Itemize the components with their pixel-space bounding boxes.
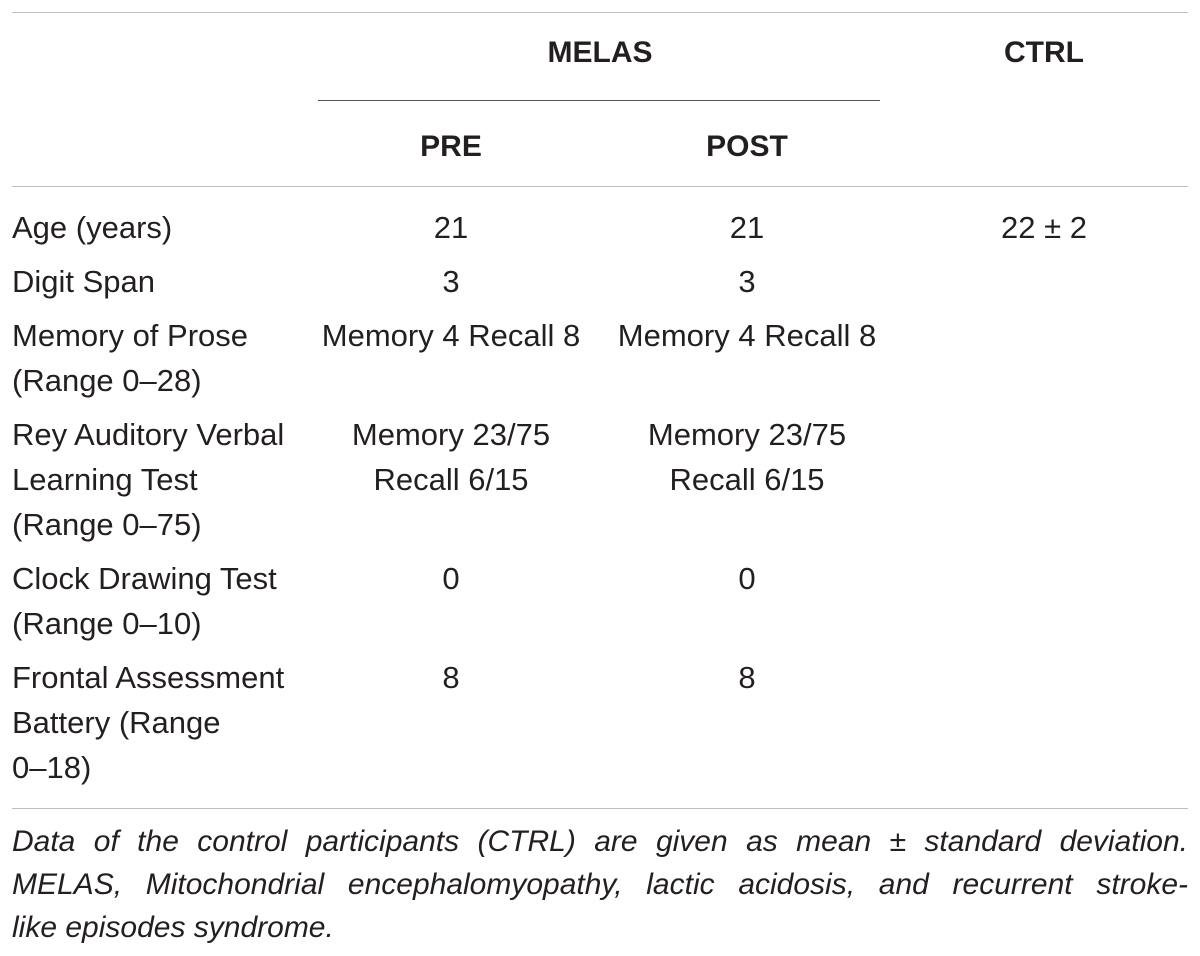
bottom-rule — [12, 808, 1188, 809]
header-ctrl: CTRL — [1004, 36, 1084, 69]
cell-clock-drawing-pre: 0 — [442, 561, 460, 596]
row-label-frontal-2: Battery (Range — [12, 705, 221, 740]
table-footnote: Data of the control participants (CTRL) … — [12, 820, 1188, 949]
group-underline — [318, 100, 880, 101]
cell-age-pre: 21 — [433, 210, 469, 245]
top-rule — [12, 12, 1188, 13]
cell-frontal-pre: 8 — [442, 660, 460, 695]
cell-memory-of-prose-pre: Memory 4 Recall 8 — [321, 318, 581, 353]
cell-rey-pre-recall: Recall 6/15 — [373, 462, 529, 497]
header-post: POST — [706, 130, 788, 163]
row-label-clock-drawing-range: (Range 0–10) — [12, 606, 202, 641]
row-label-rey-2: Learning Test — [12, 462, 198, 497]
footnote-line-1: Data of the control participants (CTRL) … — [12, 825, 1188, 858]
row-label-frontal-1: Frontal Assessment — [12, 660, 285, 695]
row-label-rey-1: Rey Auditory Verbal — [12, 417, 285, 452]
cell-memory-of-prose-post: Memory 4 Recall 8 — [617, 318, 877, 353]
header-rule — [12, 186, 1188, 187]
cell-rey-post-memory: Memory 23/75 — [647, 417, 847, 452]
row-label-age: Age (years) — [12, 210, 173, 245]
cell-frontal-post: 8 — [738, 660, 756, 695]
row-label-memory-of-prose-range: (Range 0–28) — [12, 363, 202, 398]
row-label-clock-drawing: Clock Drawing Test — [12, 561, 277, 596]
row-label-rey-3: (Range 0–75) — [12, 507, 202, 542]
row-label-memory-of-prose: Memory of Prose — [12, 318, 249, 353]
cell-rey-post-recall: Recall 6/15 — [669, 462, 825, 497]
row-label-digit-span: Digit Span — [12, 264, 156, 299]
row-label-frontal-3: 0–18) — [12, 750, 92, 785]
cell-digit-span-pre: 3 — [442, 264, 460, 299]
cell-rey-pre-memory: Memory 23/75 — [351, 417, 551, 452]
footnote-line-2: MELAS, Mitochondrial encephalomyopathy, … — [12, 868, 1188, 901]
cell-age-post: 21 — [729, 210, 765, 245]
cell-age-ctrl: 22 ± 2 — [1001, 210, 1087, 245]
header-pre: PRE — [420, 130, 482, 163]
cell-clock-drawing-post: 0 — [738, 561, 756, 596]
footnote-line-3: like episodes syndrome. — [12, 911, 334, 944]
cell-digit-span-post: 3 — [738, 264, 756, 299]
header-melas: MELAS — [547, 36, 653, 69]
